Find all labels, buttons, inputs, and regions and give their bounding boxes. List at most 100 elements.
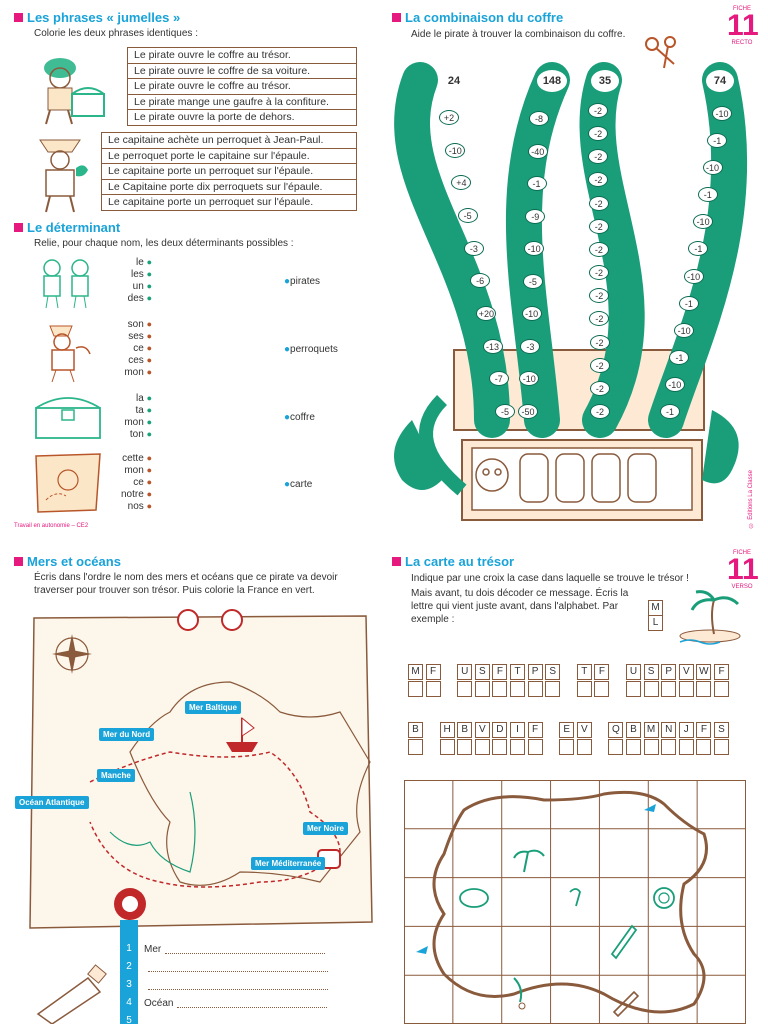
answer-blank[interactable] <box>148 962 328 972</box>
answer-cell[interactable] <box>408 739 423 755</box>
answer-cell[interactable] <box>678 681 694 697</box>
kraken-chest-illustration <box>394 62 748 521</box>
tentacle-step: -10 <box>693 214 714 230</box>
det-group-carte: cette ● mon ● ce ● notre ● nos ● <box>110 452 152 512</box>
answer-cell[interactable] <box>714 681 729 697</box>
tentacle-step: -2 <box>589 357 610 373</box>
determinant-option[interactable]: son ● <box>127 319 152 330</box>
answer-blank[interactable] <box>165 944 326 954</box>
answer-cell[interactable] <box>626 681 641 697</box>
code-letter-cell: W <box>696 664 712 680</box>
tentacle-step: -1 <box>669 349 690 365</box>
answer-cell[interactable] <box>643 681 659 697</box>
label-manche: Manche <box>97 769 135 782</box>
answer-cell[interactable] <box>457 739 473 755</box>
europe-map <box>29 609 373 929</box>
determinant-option[interactable]: ton ● <box>129 429 152 440</box>
tentacle-step: -2 <box>589 380 610 396</box>
determinant-option[interactable]: le ● <box>135 257 152 268</box>
determinant-option[interactable]: ces ● <box>128 355 152 366</box>
determinant-option[interactable]: des ● <box>127 293 152 304</box>
determinant-option[interactable]: un ● <box>132 281 152 292</box>
determinant-option[interactable]: mon ● <box>124 465 152 476</box>
answer-cell[interactable] <box>714 739 729 755</box>
noun-coffre[interactable]: ●coffre <box>284 412 315 423</box>
code-letter-cell: E <box>559 722 575 738</box>
noun-carte[interactable]: ●carte <box>284 479 313 490</box>
det-group-perroquets: son ● ses ● ce ● ces ● mon ● <box>110 318 152 378</box>
answer-cell[interactable] <box>439 739 455 755</box>
noun-perroquets[interactable]: ●perroquets <box>284 344 338 355</box>
answer-cell[interactable] <box>696 681 712 697</box>
answer-cell[interactable] <box>661 681 677 697</box>
determinant-option[interactable]: la ● <box>135 393 152 404</box>
answer-cell[interactable] <box>474 739 490 755</box>
answer-cell[interactable] <box>594 681 610 697</box>
example-box: M L <box>648 600 664 631</box>
sentence[interactable]: Le perroquet porte le capitaine sur l'ép… <box>102 149 356 165</box>
sentence[interactable]: Le pirate ouvre le coffre au trésor. <box>128 79 356 95</box>
start-number: 148 <box>537 70 567 92</box>
determinant-option[interactable]: ce ● <box>133 343 152 354</box>
answer-cell[interactable] <box>425 681 441 697</box>
answer-cell[interactable] <box>576 739 592 755</box>
answer-cell[interactable] <box>510 681 525 697</box>
answer-cell[interactable] <box>527 739 543 755</box>
answer-cell[interactable] <box>626 739 641 755</box>
determinant-option[interactable]: notre ● <box>120 489 152 500</box>
mers-instruction: Écris dans l'ordre le nom des mers et oc… <box>34 572 338 596</box>
determinant-option[interactable]: cette ● <box>122 453 152 464</box>
sentence[interactable]: Le pirate ouvre le coffre de sa voiture. <box>128 64 356 80</box>
sentence[interactable]: Le capitaine achète un perroquet à Jean-… <box>102 133 356 149</box>
answer-line: 4 Océan <box>120 994 328 1012</box>
determinant-option[interactable]: ses ● <box>128 331 152 342</box>
answer-blank[interactable] <box>148 1016 328 1024</box>
sentence[interactable]: Le Capitaine porte dix perroquets sur l'… <box>102 180 356 196</box>
determinant-option[interactable]: les ● <box>130 269 152 280</box>
answer-cell[interactable] <box>492 681 508 697</box>
answer-cell[interactable] <box>408 681 423 697</box>
answer-cell[interactable] <box>559 739 575 755</box>
noun-pirates[interactable]: ●pirates <box>284 276 321 287</box>
tentacle-step: +4 <box>451 175 472 191</box>
determinant-option[interactable]: mon ● <box>124 367 152 378</box>
determinant-option[interactable]: ta ● <box>135 405 152 416</box>
answer-cell[interactable] <box>527 681 543 697</box>
answer-cell[interactable] <box>474 681 490 697</box>
code-letter-cell: N <box>661 722 677 738</box>
answer-cell[interactable] <box>696 739 712 755</box>
tresor-title: La carte au trésor <box>392 554 514 569</box>
answer-cell[interactable] <box>608 739 624 755</box>
determinant-option[interactable]: mon ● <box>124 417 152 428</box>
sentence[interactable]: Le capitaine porte un perroquet sur l'ép… <box>102 164 356 180</box>
answer-cell[interactable] <box>545 681 561 697</box>
sentence[interactable]: Le pirate mange une gaufre à la confitur… <box>128 95 356 111</box>
tentacle-step: -50 <box>518 404 538 419</box>
answer-cell[interactable] <box>661 739 677 755</box>
sentence[interactable]: Le pirate ouvre le coffre au trésor. <box>128 48 356 64</box>
determinant-option[interactable]: ce ● <box>133 477 152 488</box>
answer-cell[interactable] <box>643 739 659 755</box>
answer-blank[interactable] <box>177 998 328 1008</box>
answer-blank[interactable] <box>148 980 328 990</box>
tentacle-step: -10 <box>674 322 695 338</box>
sentence[interactable]: Le pirate ouvre la porte de dehors. <box>134 111 295 124</box>
answer-line: 5 <box>120 1012 328 1024</box>
answer-cell[interactable] <box>510 739 525 755</box>
code-letter-cell: B <box>457 722 473 738</box>
example-cell-bottom: L <box>648 615 663 631</box>
answer-cell[interactable] <box>457 681 473 697</box>
fiche-badge-recto: FICHE 11 RECTO <box>727 6 759 46</box>
fiche-badge-verso: FICHE 11 VERSO <box>727 550 759 590</box>
answer-cell[interactable] <box>576 681 592 697</box>
pirate-captain-illustration <box>39 139 88 213</box>
sentence[interactable]: Le capitaine porte un perroquet sur l'ép… <box>108 196 314 209</box>
answer-cell[interactable] <box>492 739 508 755</box>
answer-cell[interactable] <box>678 739 694 755</box>
code-letter-cell: F <box>714 664 729 680</box>
tentacle-step: +2 <box>439 110 459 125</box>
treasure-chest-icon <box>35 397 101 439</box>
code-letter-cell: B <box>408 722 423 738</box>
determinant-option[interactable]: nos ● <box>127 501 152 512</box>
tentacle-step: -8 <box>529 111 549 126</box>
